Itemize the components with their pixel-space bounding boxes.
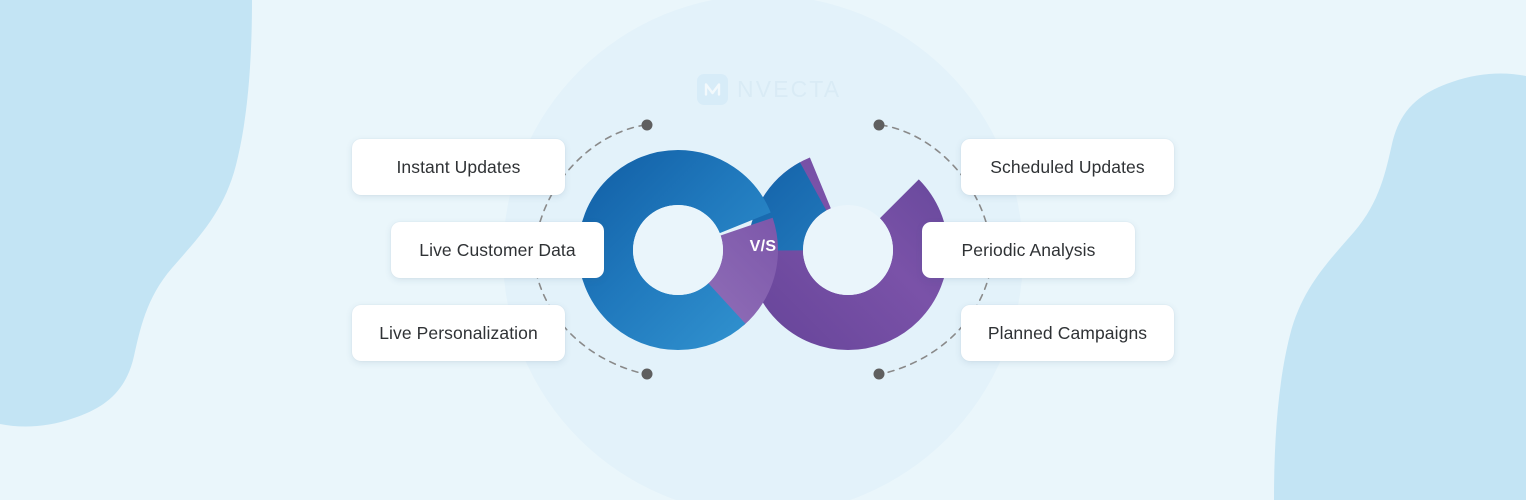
connector-arc-right-bottom [880,271,991,375]
connector-dots [641,119,885,380]
realtime-ring-hole [633,205,723,295]
batch-feature-label-1: Scheduled Updates [990,156,1145,177]
realtime-feature-label-1: Instant Updates [396,156,521,177]
nvecta-logo-text: NVECTA [737,76,842,102]
connector-arc-right-top [880,124,987,223]
realtime-ring-body [578,150,778,350]
realtime-feature-label-2: Live Customer Data [419,239,576,260]
realtime-cdp-ring [578,150,778,350]
realtime-feature-card-3: Live Personalization [352,305,565,361]
realtime-feature-label-3: Live Personalization [379,322,538,343]
blob-top-left [0,0,252,427]
connector-arc-left-bottom [535,271,646,375]
connector-arc-left-top [539,124,646,223]
blob-bottom-right [1274,73,1526,500]
versus-label: V/S [749,238,777,255]
connector-dot-left-bottom [641,368,653,380]
batch-feature-card-3: Planned Campaigns [961,305,1174,361]
nvecta-logo: NVECTA [697,74,841,105]
realtime-ring-purple-tail [578,150,778,350]
nvecta-wave-icon [697,74,728,105]
connector-dot-right-bottom [873,368,885,380]
batch-feature-card-1: Scheduled Updates [961,139,1174,195]
realtime-feature-card-2: Live Customer Data [391,222,604,278]
batch-feature-card-2: Periodic Analysis [922,222,1135,278]
batch-ring-hole [803,205,893,295]
batch-feature-label-3: Planned Campaigns [987,322,1148,343]
connector-dot-right-top [873,119,885,131]
batch-feature-label-2: Periodic Analysis [961,239,1096,260]
realtime-feature-card-1: Instant Updates [352,139,565,195]
connector-dot-left-top [641,119,653,131]
connector-arcs [535,124,991,375]
